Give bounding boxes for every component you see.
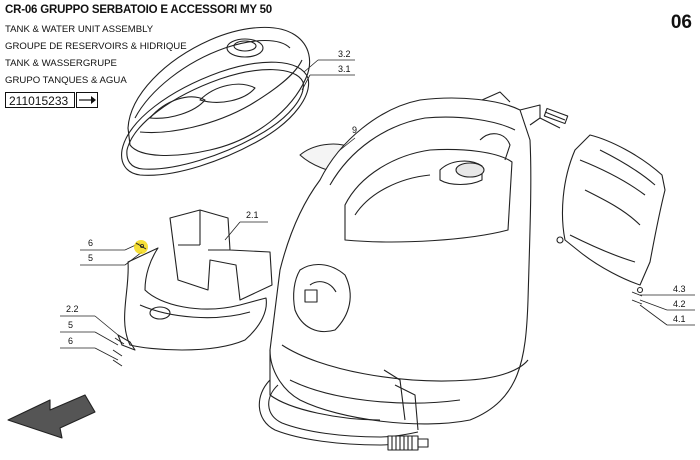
callout-4-3[interactable]: 4.3 xyxy=(673,284,686,294)
callout-4-1[interactable]: 4.1 xyxy=(673,314,686,324)
subtitle-de: TANK & WASSERGRUPE xyxy=(5,58,117,69)
callout-4-2[interactable]: 4.2 xyxy=(673,299,686,309)
direction-arrow-icon xyxy=(7,394,96,439)
subtitle-en: TANK & WATER UNIT ASSEMBLY xyxy=(5,24,154,35)
drain-hose-part[interactable] xyxy=(258,379,429,451)
machine-body-part[interactable] xyxy=(269,91,569,431)
callout-3-2[interactable]: 3.2 xyxy=(338,49,351,59)
callout-6-bottom[interactable]: 6 xyxy=(68,336,73,346)
callout-2-2[interactable]: 2.2 xyxy=(66,304,79,314)
callout-5-top[interactable]: 5 xyxy=(88,253,93,263)
page-number: 06 xyxy=(670,12,692,33)
inner-tank-part[interactable] xyxy=(169,209,273,301)
page-title: CR-06 GRUPPO SERBATOIO E ACCESSORI MY 50 xyxy=(5,4,272,16)
subtitle-es: GRUPO TANQUES & AGUA xyxy=(5,75,127,86)
callout-2-1[interactable]: 2.1 xyxy=(246,210,259,220)
screws-bottom-left[interactable] xyxy=(112,337,125,367)
part-code-arrow-icon[interactable] xyxy=(76,92,98,108)
callout-9[interactable]: 9 xyxy=(352,125,357,135)
subtitle-fr: GROUPE DE RESERVOIRS & HIDRIQUE xyxy=(5,41,187,52)
tank-lid-part[interactable] xyxy=(127,26,311,156)
screws-right[interactable] xyxy=(631,291,643,305)
callout-3-1[interactable]: 3.1 xyxy=(338,64,351,74)
lid-gasket-part[interactable] xyxy=(121,61,310,176)
screw-5-top[interactable] xyxy=(134,240,148,254)
callout-5-bottom[interactable]: 5 xyxy=(68,320,73,330)
callout-6-top[interactable]: 6 xyxy=(88,238,93,248)
part-code-box[interactable]: 211015233 xyxy=(5,92,75,108)
side-cover-part[interactable] xyxy=(556,134,666,294)
leader-lines xyxy=(60,59,695,361)
